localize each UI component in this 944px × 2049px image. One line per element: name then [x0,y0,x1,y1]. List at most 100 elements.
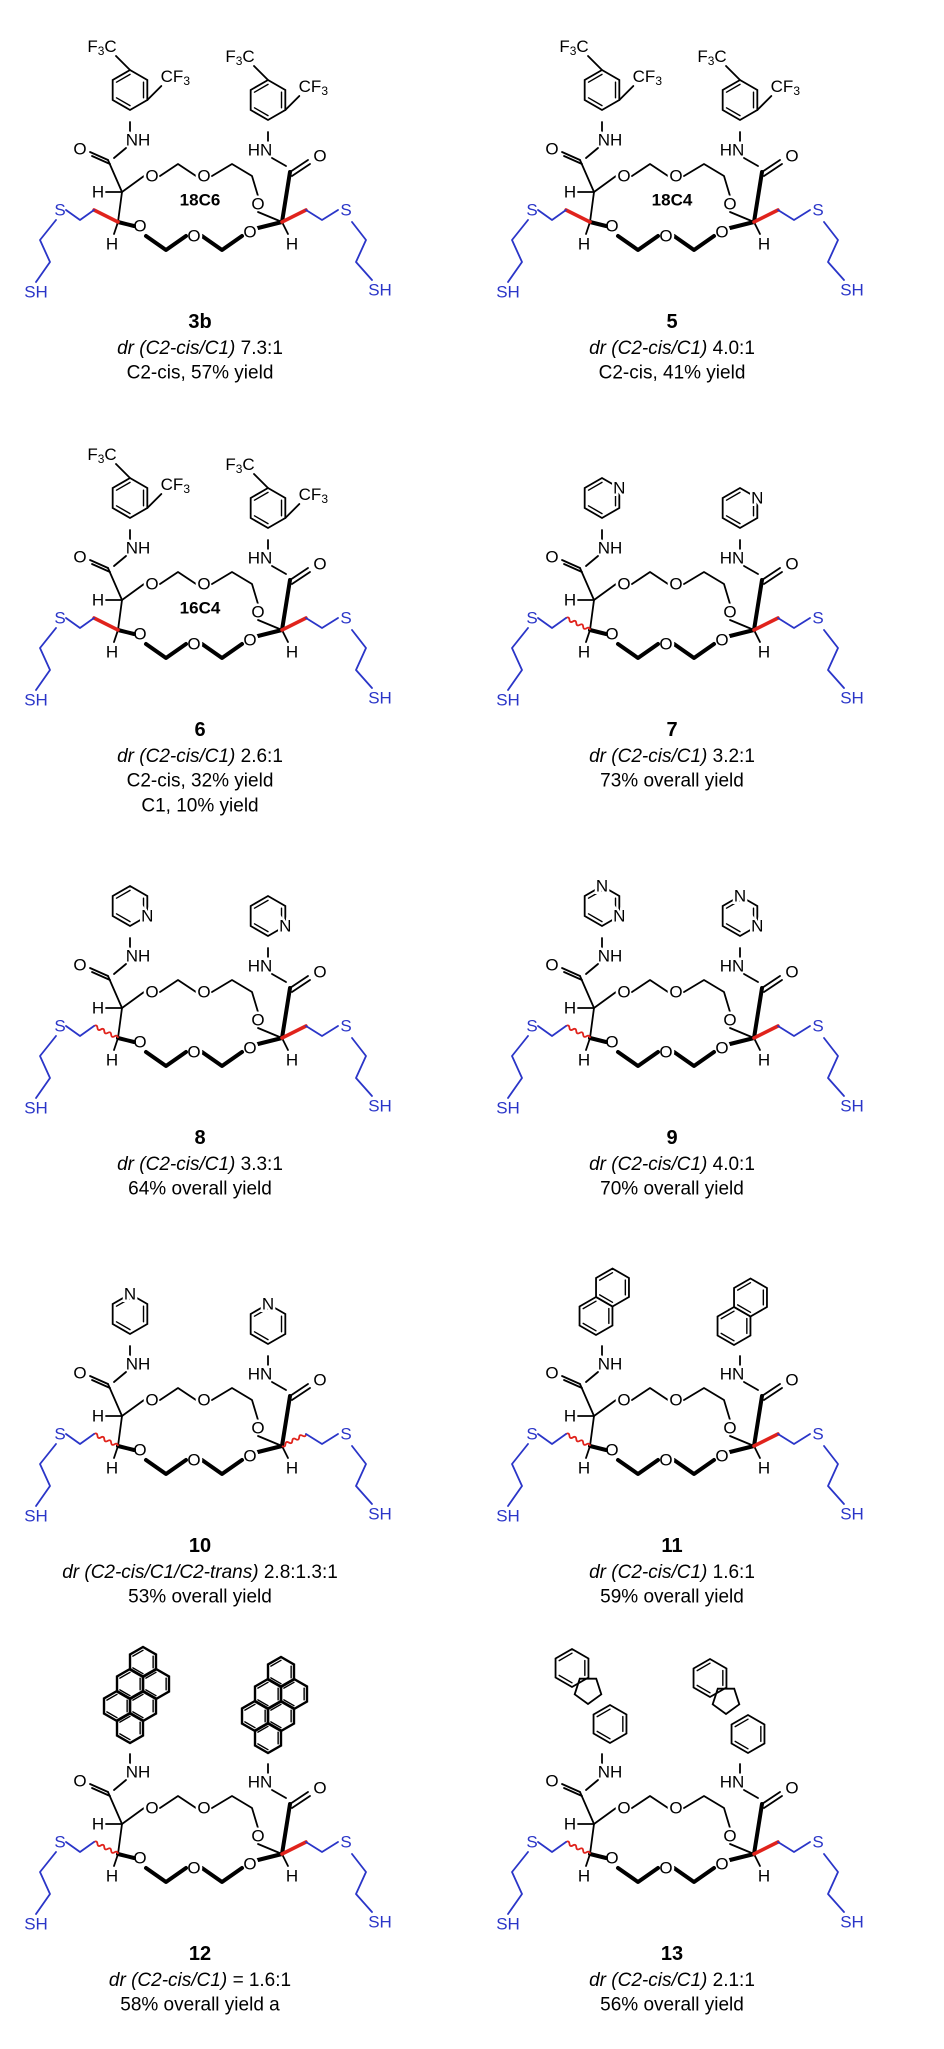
bond [119,1715,131,1723]
f3c-label: F3C [87,445,116,467]
h-label: H [564,999,576,1018]
ether-oxygen: O [659,227,672,246]
carbonyl-oxygen: O [73,140,86,159]
bond [113,629,119,643]
bond-chain [631,571,669,585]
h-label: H [578,235,590,254]
bond [588,628,608,636]
bond [752,1024,780,1040]
bond [753,1445,761,1459]
bond-chain [351,1445,373,1505]
bond [107,1383,123,1417]
dr-caption: dr (C2-cis/C1) 1.6:1 [589,1562,755,1583]
bond [736,1304,752,1314]
bond-chain [35,219,57,283]
bond [589,191,595,223]
naphthalene-ring [733,1277,768,1318]
bond [244,1721,256,1729]
f3c-label: F3C [225,47,254,69]
nh-label: NH [598,131,623,150]
bond [283,1699,295,1707]
bond-chain [65,1841,95,1853]
bond [115,481,131,491]
bond [729,211,755,223]
bond-chain [159,1387,197,1401]
bond-chain [631,163,669,177]
bond-chain [593,1399,617,1417]
bond [280,208,308,224]
bond [115,913,131,923]
bond [761,159,781,173]
bond-chain [823,221,845,281]
ether-oxygen: O [605,625,618,644]
bond-chain [593,1807,617,1825]
bond-chain [200,1458,244,1476]
bond [589,1007,595,1039]
bond [280,986,292,1040]
h-label: H [758,1867,770,1886]
bond [564,208,592,224]
bond-chain [305,1025,339,1037]
ether-oxygen: O [243,1447,256,1466]
bond-chain [351,1037,373,1097]
thiol-label: SH [496,1915,520,1934]
cf3-label: CF3 [299,77,329,99]
bond [119,1671,131,1679]
compound-number: 11 [661,1535,682,1557]
ether-oxygen: O [605,1441,618,1460]
carbonyl-oxygen: O [73,548,86,567]
bond [117,1007,123,1039]
ether-oxygen: O [133,1849,146,1868]
bond [588,1444,608,1452]
bond [563,1379,583,1389]
ring-size-label: 18C4 [652,191,693,210]
bond-chain [823,1853,845,1913]
bond-chain [211,163,259,197]
pyridine-ring [111,1292,149,1336]
bond [579,975,595,1009]
ether-oxygen: O [243,631,256,650]
bond [582,1300,597,1310]
thiol-label: SH [840,1913,864,1932]
ring-nitrogen: N [141,907,153,926]
bond [115,97,131,107]
pyridine-ring [583,476,621,520]
ether-oxygen: O [187,1451,200,1470]
hn-label: HN [248,141,273,160]
carbonyl-oxygen: O [785,147,798,166]
sulfur-label: S [340,609,351,628]
h-label: H [564,183,576,202]
h-label: H [92,591,104,610]
five-ring [573,1677,603,1706]
bond [280,1802,292,1856]
hn-label: HN [720,957,745,976]
bond [113,147,127,159]
bond [117,599,123,631]
wavy-bond [565,1432,591,1447]
bond-chain [683,1795,731,1829]
bond-chain [672,1458,716,1476]
h-label: H [106,235,118,254]
bond-chain [683,571,731,605]
bond [752,616,780,632]
bond [257,1699,269,1707]
bond [271,157,287,167]
bond [257,1743,269,1751]
h-label: H [578,1867,590,1886]
bond-chain [672,642,716,660]
bond-chain [200,1866,244,1884]
sulfur-label: S [812,1017,823,1036]
ring-nitrogen: N [279,917,291,936]
ether-oxygen: O [243,1855,256,1874]
bond [91,1379,111,1389]
pyrene-ring [266,1655,296,1689]
h-label: H [758,1051,770,1070]
yield-caption: C2-cis, 32% yield [127,771,274,792]
dr-caption: dr (C2-cis/C1) = 1.6:1 [109,1970,291,1991]
bond-chain [672,1050,716,1068]
ether-oxygen: O [715,1447,728,1466]
bond [761,1383,781,1397]
sulfur-label: S [340,1833,351,1852]
